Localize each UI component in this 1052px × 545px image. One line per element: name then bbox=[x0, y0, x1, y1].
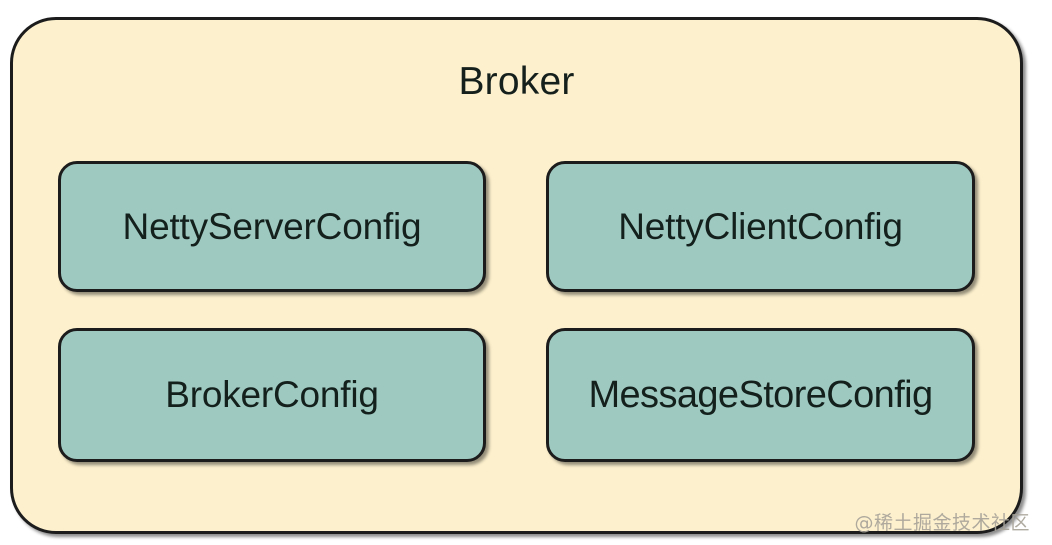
broker-title: Broker bbox=[458, 60, 575, 103]
watermark: @稀土掘金技术社区 bbox=[854, 512, 1030, 534]
config-box-message-store-config: MessageStoreConfig bbox=[546, 328, 975, 462]
config-box-label: BrokerConfig bbox=[165, 374, 379, 415]
config-box-broker-config: BrokerConfig bbox=[58, 328, 486, 462]
config-box-label: NettyServerConfig bbox=[122, 205, 422, 247]
config-box-label: MessageStoreConfig bbox=[588, 374, 933, 416]
config-box-netty-server-config: NettyServerConfig bbox=[58, 161, 486, 292]
broker-container: Broker NettyServerConfig NettyClientConf… bbox=[10, 17, 1023, 534]
config-box-netty-client-config: NettyClientConfig bbox=[546, 161, 975, 292]
config-box-label: NettyClientConfig bbox=[618, 205, 903, 247]
